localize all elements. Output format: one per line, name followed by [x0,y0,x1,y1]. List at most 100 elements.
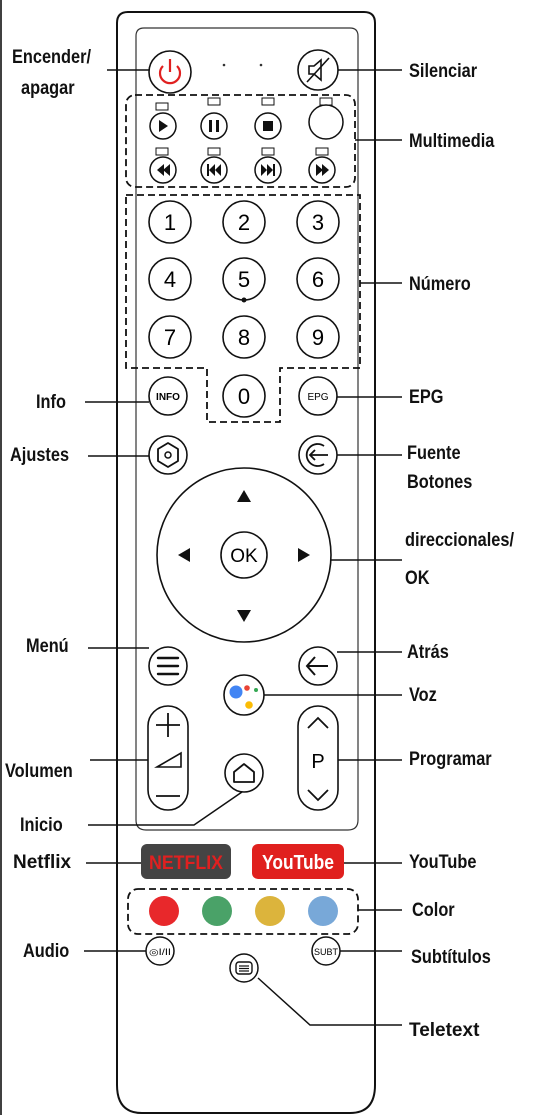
menu-icon [156,656,180,676]
settings-button[interactable] [148,435,188,475]
volume-up-icon[interactable] [156,713,180,737]
digit-3-button[interactable]: 3 [296,200,340,244]
label-program: Programar [409,749,492,770]
digit-6-button[interactable]: 6 [296,257,340,301]
pause-icon [209,120,212,132]
digit-5-dot [241,297,247,303]
media-row-2 [149,147,336,184]
digit-1-label: 1 [164,210,176,235]
audio-button-label: ◎I/II [149,947,171,957]
play-button[interactable] [149,102,177,140]
digit-3-label: 3 [312,210,324,235]
label-power-line2: apagar [21,78,75,99]
yellow-button[interactable] [255,896,285,926]
subtitle-button[interactable]: SUBT [311,936,341,966]
digit-2-button[interactable]: 2 [222,200,266,244]
label-menu: Menú [26,636,69,657]
program-rocker[interactable]: P [297,705,339,811]
remote-body [116,11,376,1114]
channel-up-icon[interactable] [307,716,329,729]
mute-button[interactable] [297,49,339,91]
left-arrow-icon[interactable] [178,548,190,562]
voice-button[interactable] [223,674,265,716]
digit-2-label: 2 [238,210,250,235]
digit-4-button[interactable]: 4 [148,257,192,301]
gear-icon [157,442,179,468]
subtitle-button-label: SUBT [314,947,339,957]
digit-5-button[interactable]: 5 [222,257,266,301]
digit-7-button[interactable]: 7 [148,315,192,359]
label-teletext: Teletext [409,1020,480,1041]
blue-button[interactable] [308,896,338,926]
stop-icon [263,121,273,131]
callout-lines [84,69,402,1026]
digit-5-label: 5 [238,267,250,292]
back-button[interactable] [298,646,338,686]
media-row-1 [149,97,344,140]
stop-button[interactable] [254,97,282,140]
record-button[interactable] [308,97,344,140]
source-button[interactable] [298,435,338,475]
label-settings: Ajustes [10,445,70,466]
number-group [125,194,361,423]
digit-8-button[interactable]: 8 [222,315,266,359]
audio-button[interactable]: ◎I/II [145,936,175,966]
label-multimedia: Multimedia [409,131,495,152]
ok-button-label: OK [230,546,258,567]
label-audio: Audio [23,941,70,962]
label-power-line1: Encender/ [12,47,92,68]
rewind-button[interactable] [149,147,177,184]
channel-down-icon[interactable] [307,789,329,802]
fast-forward-button[interactable] [308,147,336,184]
power-icon [158,65,182,85]
power-button[interactable] [148,50,192,94]
pause-button[interactable] [200,112,228,140]
label-youtube: YouTube [409,852,477,873]
rewind-icon [157,164,170,176]
digit-7-label: 7 [164,325,176,350]
digit-1-button[interactable]: 1 [148,200,192,244]
teletext-icon [235,961,253,975]
label-color: Color [412,900,455,921]
epg-button-label: EPG [307,392,328,403]
label-dpad-line1: direccionales/ [405,530,514,551]
digit-8-label: 8 [238,325,250,350]
youtube-button[interactable]: YouTube [252,844,344,879]
label-mute: Silenciar [409,61,478,82]
home-button[interactable] [224,753,264,793]
previous-button[interactable] [200,147,228,184]
volume-rocker[interactable] [147,705,189,811]
google-assistant-icon [229,685,258,709]
next-button[interactable] [254,147,282,184]
label-epg: EPG [409,387,444,408]
netflix-button[interactable]: NETFLIX [141,844,231,879]
dpad[interactable] [156,467,332,643]
down-arrow-icon[interactable] [237,610,251,622]
label-netflix: Netflix [13,852,72,873]
digit-0-button[interactable]: 0 [222,374,266,418]
indicator-dot [259,63,263,67]
digit-9-label: 9 [312,325,324,350]
right-arrow-icon[interactable] [298,548,310,562]
green-button[interactable] [202,896,232,926]
next-icon [261,164,273,176]
info-button[interactable]: INFO [148,376,188,416]
play-icon [159,120,168,132]
red-button[interactable] [149,896,179,926]
label-subtitles: Subtítulos [411,947,491,968]
menu-button[interactable] [148,646,188,686]
multimedia-group [125,94,356,188]
digit-9-button[interactable]: 9 [296,315,340,359]
label-source-line2: Botones [407,472,473,493]
mute-icon [306,57,330,83]
ok-button[interactable]: OK [220,531,268,579]
up-arrow-icon[interactable] [237,490,251,502]
epg-button[interactable]: EPG [298,376,338,416]
previous-icon [207,164,209,176]
teletext-button[interactable] [229,953,259,983]
info-button-label: INFO [156,392,180,403]
color-group [127,888,359,935]
volume-ramp-icon [154,751,182,768]
youtube-logo: YouTube [262,852,334,874]
